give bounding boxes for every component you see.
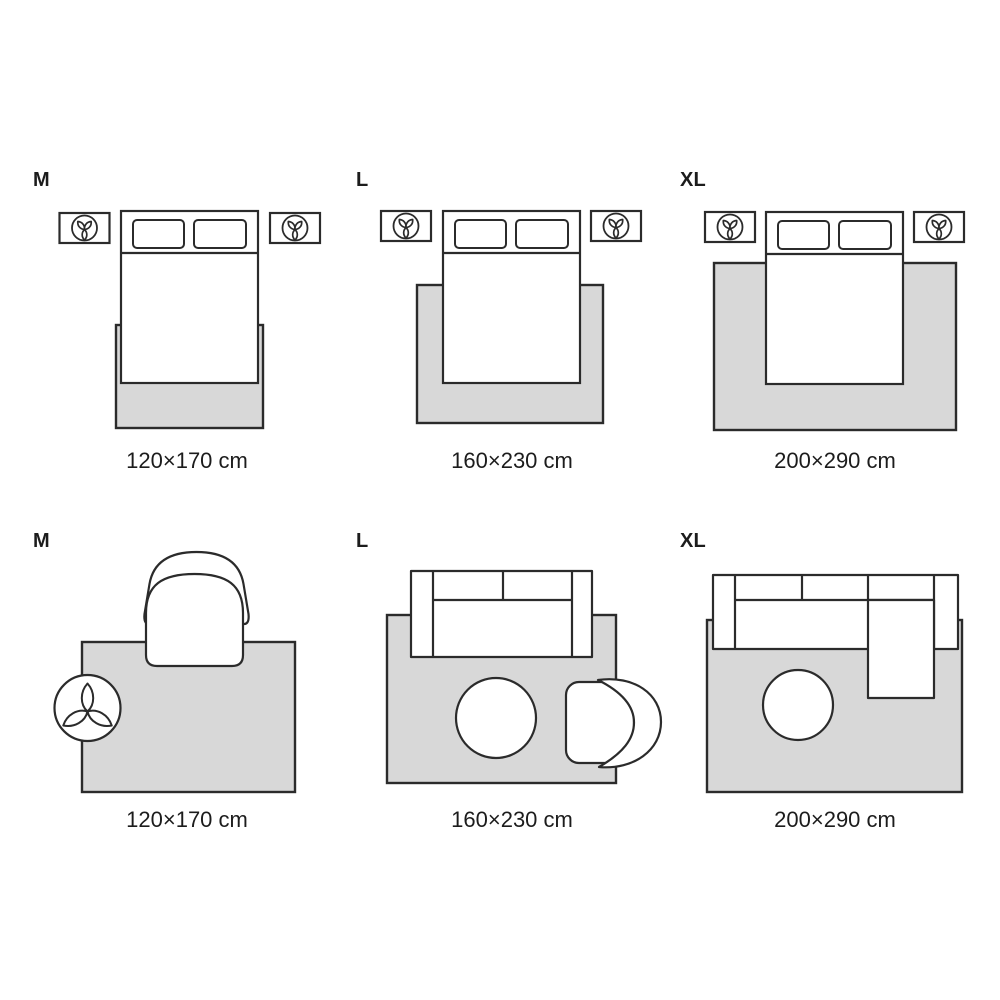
living-room-panel-xl [705,573,964,794]
bedroom-panel-l [381,209,641,425]
armchair-seat [144,572,245,668]
living-room-panel-m [53,550,297,794]
nightstand-left [705,212,755,242]
armchair [564,678,663,769]
bed [119,209,260,385]
coffee-table [761,668,835,742]
bedroom-panel-m [60,209,321,430]
size-label-living-m: M [33,530,50,552]
nightstand-left [60,213,110,243]
size-label-bedroom-xl: XL [680,169,706,191]
sofa [409,569,594,659]
dimensions-caption-living-m: 120×170 cm [126,807,248,832]
nightstand-right [591,211,641,241]
sectional-sofa [711,573,960,700]
size-label-living-xl: XL [680,530,706,552]
size-label-bedroom-m: M [33,169,50,191]
nightstand-right [914,212,964,242]
armchair-back [596,678,663,769]
nightstand-right [270,213,320,243]
dimensions-caption-living-xl: 200×290 cm [774,807,896,832]
dimensions-caption-bedroom-xl: 200×290 cm [774,448,896,473]
plant-pot [53,673,122,743]
bed [764,210,905,386]
sofa-chaise [866,598,936,700]
coffee-table [454,676,538,760]
dimensions-caption-bedroom-l: 160×230 cm [451,448,573,473]
dimensions-caption-living-l: 160×230 cm [451,807,573,832]
size-label-bedroom-l: L [356,169,369,191]
dimensions-caption-bedroom-m: 120×170 cm [126,448,248,473]
nightstand-left [381,211,431,241]
armchair [143,550,250,668]
bedroom-panel-xl [705,210,964,432]
living-room-panel-l [385,569,663,785]
size-label-living-l: L [356,530,369,552]
sofa-body [409,569,594,659]
bed [441,209,582,385]
